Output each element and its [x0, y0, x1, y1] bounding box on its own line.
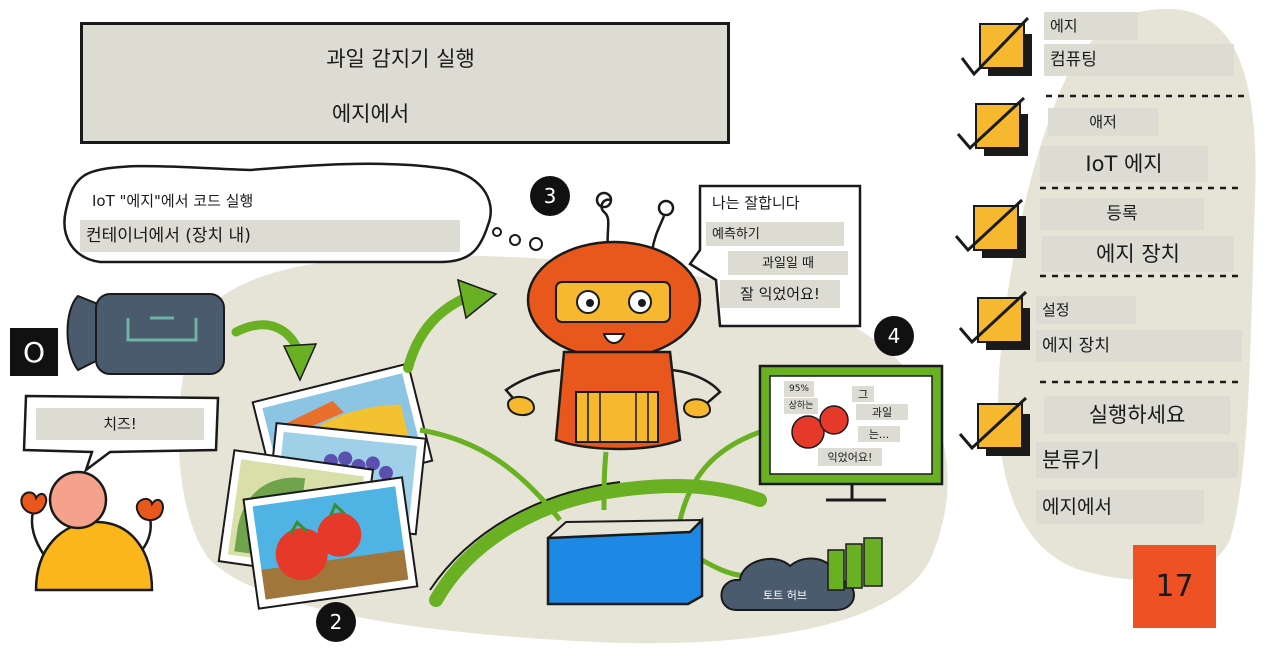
arrow-box-to-monitor: [677, 429, 761, 521]
robot-speech-line-3: 과일일 때: [728, 251, 848, 275]
robot-speech-line-1: 나는 잘합니다: [706, 190, 856, 216]
checklist-4-line-2: 에지 장치: [1036, 330, 1242, 362]
checklist-1-line-1: 에지: [1044, 12, 1138, 40]
thought-dot: [529, 237, 543, 251]
iot-hub-server: [863, 537, 883, 587]
arrow-photos-to-robot-head: [456, 278, 498, 320]
checkbox-check-icon: [958, 290, 1030, 350]
checkbox-check-icon: [960, 16, 1032, 77]
thought-dot: [492, 227, 502, 237]
iot-hub-label: 토트 허브: [748, 586, 822, 604]
checklist-3-line-1: 등록: [1040, 198, 1204, 230]
robot-antenna-tip: [657, 199, 675, 217]
thought-text-2: 컨테이너에서 (장치 내): [80, 220, 460, 252]
checklist-5-line-2: 분류기: [1036, 442, 1238, 478]
title-box: 과일 감지기 실행 에지에서: [80, 22, 730, 144]
checkbox-check-icon: [954, 198, 1026, 258]
checklist-2-line-2: IoT 에지: [1040, 146, 1208, 182]
robot-speech-line-4: 잘 익었어요!: [720, 280, 840, 308]
robot-speech-line-2: 예측하기: [706, 222, 844, 246]
camera-body: [95, 293, 225, 375]
title-line-2: 에지에서: [227, 93, 514, 135]
thought-dot: [509, 234, 521, 246]
checkbox-check-icon: [958, 396, 1030, 456]
robot-antenna-right: [650, 215, 666, 253]
monitor-stand: [826, 484, 886, 502]
step-badge-3: 3: [530, 176, 570, 216]
monitor-percent: 95%: [784, 381, 814, 397]
checklist-icons: [954, 16, 1032, 456]
arrow-photos-to-box: [419, 427, 562, 522]
iot-hub-server: [845, 543, 863, 589]
robot-hand-left: [506, 396, 536, 416]
monitor-ripe: 익었어요!: [818, 448, 882, 466]
edge-device-box: [546, 516, 704, 606]
monitor-word-1: 그: [852, 386, 874, 402]
monitor-tomato: [819, 405, 849, 435]
monitor-certain: 상하는: [784, 398, 818, 414]
step-badge-4: 4: [874, 316, 914, 356]
arrow-large-curve-edge: [429, 481, 621, 591]
person-body: [34, 520, 154, 592]
robot-mouth: [602, 333, 626, 344]
camera-slot: [126, 316, 198, 342]
robot-visor: [555, 281, 671, 323]
thought-text-1: IoT "에지"에서 코드 실행: [86, 188, 466, 214]
robot-antenna-tip: [595, 191, 613, 209]
monitor-tomato: [791, 415, 825, 449]
title-line-1: 과일 감지기 실행: [103, 37, 698, 81]
robot-hand-right: [682, 398, 712, 419]
step-badge-2: 2: [316, 602, 356, 642]
person-left-hand: [20, 491, 48, 515]
checklist-3-line-2: 에지 장치: [1042, 236, 1234, 272]
robot-antenna-left: [600, 198, 611, 251]
person-right-arm: [141, 517, 152, 551]
checkbox-check-icon: [956, 96, 1028, 156]
person-left-arm: [30, 511, 46, 556]
robot-panel: [575, 391, 659, 443]
page-number-sticker: 17: [1133, 545, 1216, 628]
robot-arm-right: [671, 368, 722, 405]
robot-arm-left: [504, 368, 561, 405]
checklist-4-line-1: 설정: [1036, 296, 1136, 324]
arrow-camera-to-photos-head: [282, 343, 318, 382]
fruit-photo-tomatoes: [242, 476, 419, 610]
monitor-word-2: 과일: [856, 404, 908, 420]
iot-hub-server: [827, 549, 845, 591]
checklist-5-line-1: 실행하세요: [1044, 396, 1230, 434]
monitor-word-3: 는...: [858, 426, 900, 442]
camera-letter-badge: O: [10, 328, 58, 376]
camera-lens: [66, 294, 99, 372]
checklist-2-line-1: 애저: [1048, 108, 1158, 136]
arrow-photos-to-robot: [403, 291, 475, 373]
checklist-1-line-2: 컴퓨팅: [1044, 44, 1234, 76]
arrow-robot-to-box: [601, 451, 609, 511]
person-right-hand: [135, 497, 164, 522]
checklist-5-line-3: 에지에서: [1036, 490, 1204, 524]
person-head: [48, 470, 108, 530]
person-speech-text: 치즈!: [36, 408, 204, 440]
